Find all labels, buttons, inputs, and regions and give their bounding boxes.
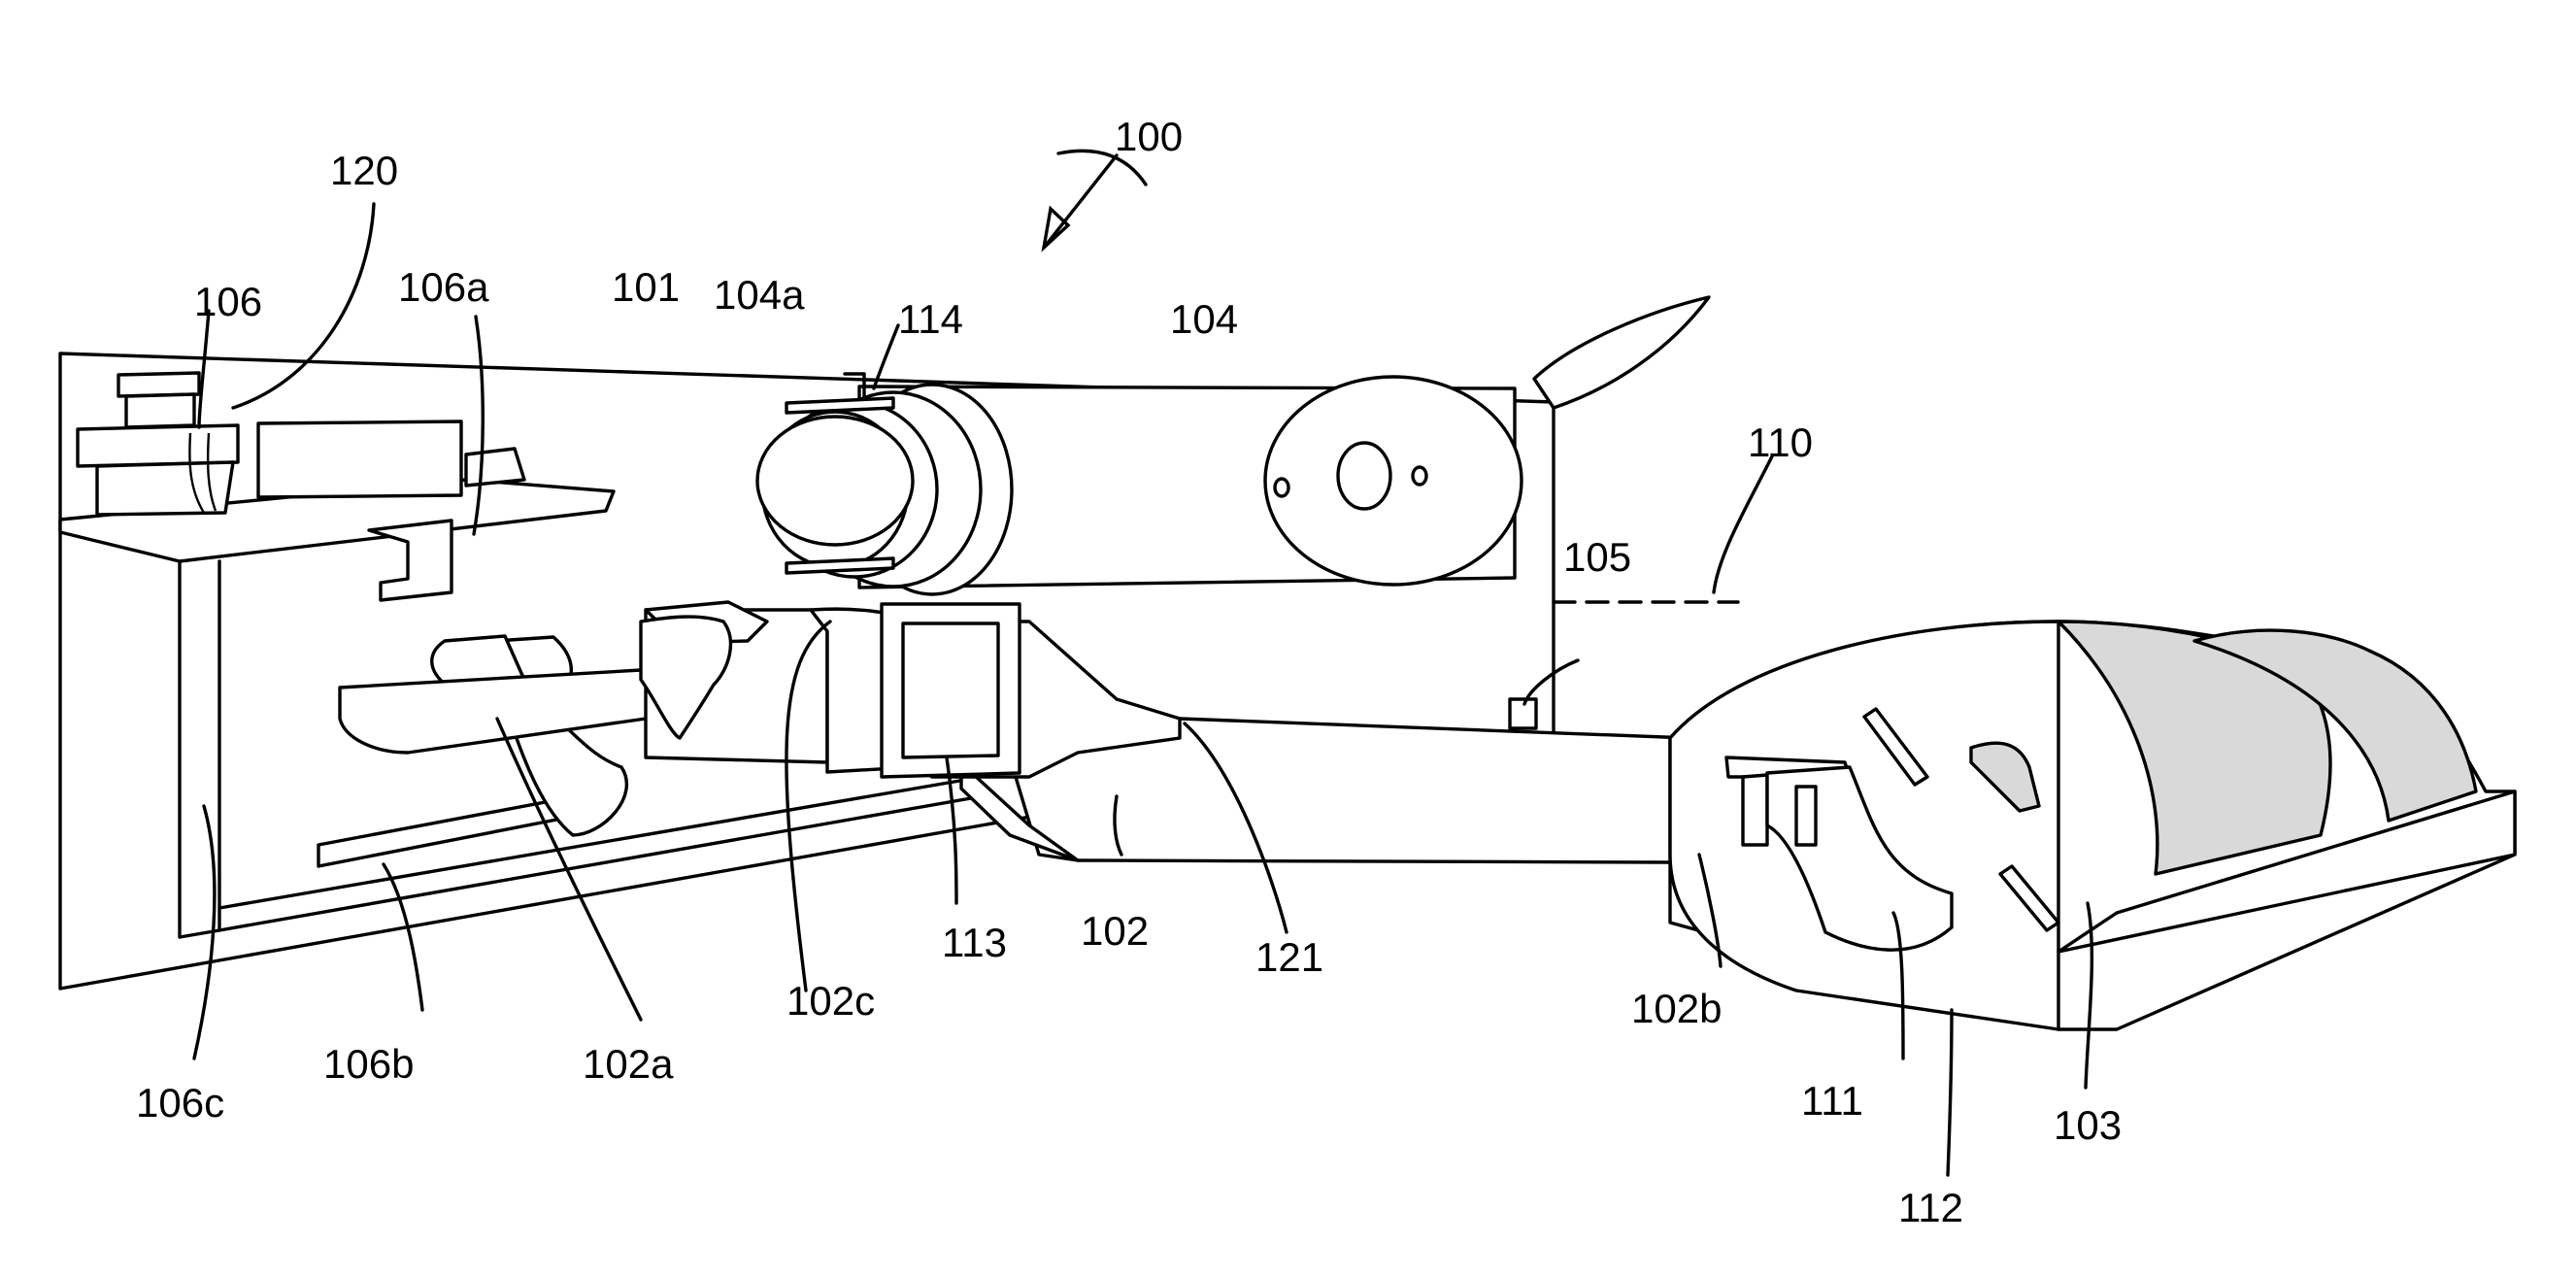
label-106: 106 (194, 279, 262, 324)
label-110: 110 (1748, 420, 1813, 465)
label-114: 114 (898, 296, 963, 342)
label-104a: 104a (714, 272, 805, 318)
label-102a: 102a (583, 1041, 674, 1087)
label-121: 121 (1255, 934, 1323, 980)
label-102c: 102c (786, 978, 875, 1024)
label-106c: 106c (136, 1080, 224, 1126)
label-106a: 106a (398, 264, 489, 310)
label-112: 112 (1898, 1185, 1963, 1230)
label-102: 102 (1081, 908, 1149, 954)
label-105: 105 (1563, 534, 1631, 580)
label-100: 100 (1115, 114, 1183, 159)
module-120 (258, 421, 461, 497)
label-113: 113 (942, 920, 1007, 965)
label-106b: 106b (323, 1041, 414, 1087)
label-101: 101 (612, 264, 680, 310)
label-104: 104 (1170, 296, 1238, 342)
label-103: 103 (2054, 1102, 2122, 1148)
label-120: 120 (330, 148, 398, 193)
label-111: 111 (1801, 1078, 1863, 1124)
label-102b: 102b (1631, 986, 1722, 1031)
